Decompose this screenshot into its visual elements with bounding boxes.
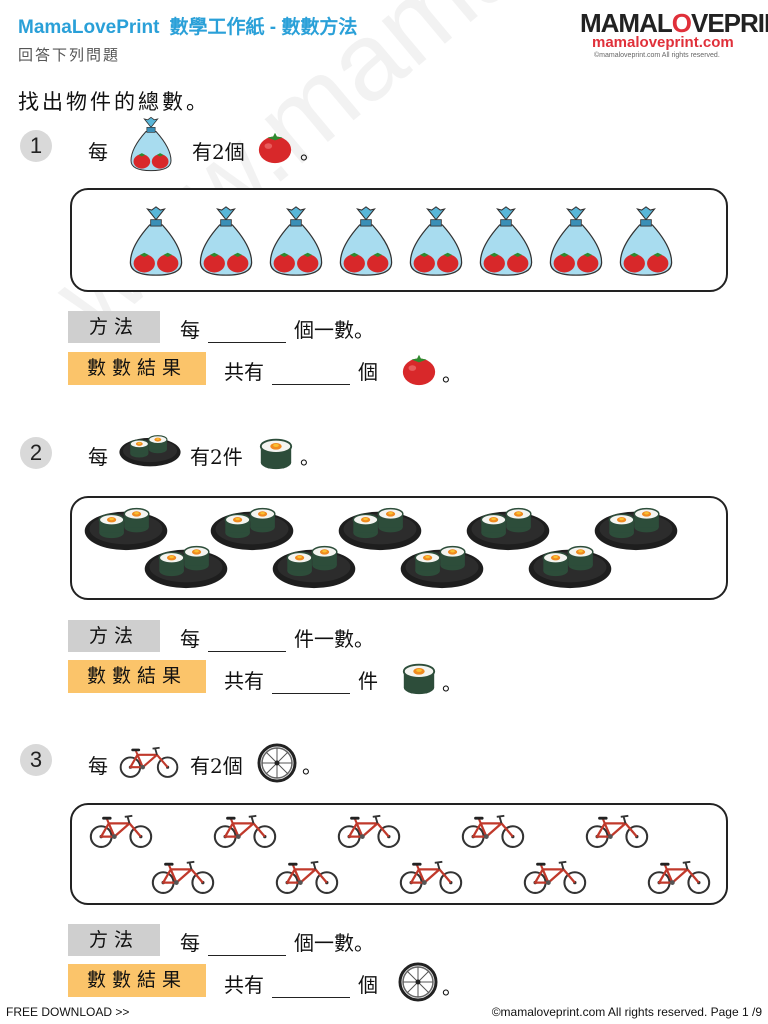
q1-prompt-end: 。: [300, 140, 320, 164]
sushi-plate-icon: [398, 542, 486, 590]
tomato-bag-icon: [269, 206, 323, 276]
bicycle-icon: [337, 814, 401, 849]
q3-prompt-mid: 有2個: [190, 754, 243, 778]
sushi-plate-icon: [526, 542, 614, 590]
q2-result-label: 數數結果: [68, 660, 206, 693]
instruction: 找出物件的總數。: [18, 90, 210, 114]
tomato-bag-icon: [199, 206, 253, 276]
tomato-icon: [258, 132, 292, 164]
bicycle-icon: [461, 814, 525, 849]
q2-result-line: 共有 件: [224, 665, 378, 694]
bicycle-icon: [89, 814, 153, 849]
q1-method-post: 個一數。: [294, 318, 374, 342]
bicycle-icon: [647, 860, 711, 895]
bicycle-icon: [275, 860, 339, 895]
q2-method-post: 件一數。: [294, 627, 374, 651]
q3-method-label: 方法: [68, 924, 160, 956]
wheel-icon: [257, 743, 297, 783]
brand-name: MamaLovePrint: [18, 17, 160, 38]
sushi-roll-icon: [402, 663, 436, 696]
q1-result-unit: 個: [358, 360, 378, 384]
tomato-bag-icon: [479, 206, 533, 276]
q2-method-pre: 每: [180, 627, 200, 651]
q2-result-end: 。: [442, 671, 462, 695]
q1-result-label: 數數結果: [68, 352, 206, 385]
q1-picture-box: [70, 188, 728, 292]
tomato-bag-icon: [549, 206, 603, 276]
footer-copyright: ©mamaloveprint.com All rights reserved. …: [491, 1005, 762, 1019]
q2-method-line: 每 件一數。: [180, 623, 374, 652]
worksheet-title: 數學工作紙 - 數數方法: [169, 17, 358, 38]
q1-method-label: 方法: [68, 311, 160, 343]
q3-picture-box: [70, 803, 728, 905]
bicycle-icon: [119, 746, 179, 779]
bicycle-icon: [585, 814, 649, 849]
sushi-plate-icon: [142, 542, 230, 590]
q1-result-end: 。: [442, 362, 462, 386]
logo-text-right: VEPRINT: [691, 8, 768, 38]
tomato-bag-icon: [409, 206, 463, 276]
brand-header: MamaLovePrint 數學工作紙 - 數數方法: [18, 12, 357, 39]
q1-method-pre: 每: [180, 318, 200, 342]
q3-method-line: 每 個一數。: [180, 927, 374, 956]
q2-method-blank[interactable]: [208, 631, 286, 652]
q3-prompt-end: 。: [302, 754, 322, 778]
sushi-plate-icon: [270, 542, 358, 590]
free-download-link[interactable]: FREE DOWNLOAD >>: [6, 1005, 130, 1019]
q3-method-blank[interactable]: [208, 935, 286, 956]
q3-result-label: 數數結果: [68, 964, 206, 997]
q3-result-end: 。: [442, 975, 462, 999]
bicycle-icon: [151, 860, 215, 895]
logo-copyright: ©mamaloveprint.com All rights reserved.: [594, 52, 720, 59]
tomato-bag-icon: [339, 206, 393, 276]
q3-method-post: 個一數。: [294, 931, 374, 955]
q2-result-pre: 共有: [224, 669, 264, 693]
q1-prompt-pre: 每: [88, 140, 108, 164]
q2-method-label: 方法: [68, 620, 160, 652]
q3-result-line: 共有 個: [224, 969, 378, 998]
q3-result-pre: 共有: [224, 973, 264, 997]
q1-result-blank[interactable]: [272, 364, 350, 385]
logo-text-left: MAMAL: [580, 8, 673, 38]
q3-prompt-pre: 每: [88, 754, 108, 778]
q1-prompt-mid: 有2個: [192, 140, 245, 164]
question-number-3: 3: [20, 744, 52, 776]
bicycle-icon: [213, 814, 277, 849]
q1-method-line: 每 個一數。: [180, 314, 374, 343]
bicycle-icon: [399, 860, 463, 895]
q2-result-unit: 件: [358, 669, 378, 693]
tomato-bag-icon: [619, 206, 673, 276]
q2-prompt-end: 。: [300, 445, 320, 469]
logo: MAMALOVEPRINT: [580, 8, 768, 39]
tomato-icon: [402, 354, 436, 386]
q2-prompt-mid: 有2件: [190, 445, 243, 469]
q2-result-blank[interactable]: [272, 673, 350, 694]
q1-result-pre: 共有: [224, 360, 264, 384]
q1-method-blank[interactable]: [208, 322, 286, 343]
q1-result-line: 共有 個: [224, 356, 378, 385]
q3-method-pre: 每: [180, 931, 200, 955]
question-number-1: 1: [20, 130, 52, 162]
tomato-bag-icon: [129, 206, 183, 276]
logo-heart-o: O: [671, 8, 692, 38]
bicycle-icon: [523, 860, 587, 895]
question-number-2: 2: [20, 437, 52, 469]
worksheet-subtitle: 回答下列問題: [18, 46, 121, 64]
sushi-roll-icon: [259, 438, 293, 471]
logo-url: mamaloveprint.com: [592, 34, 734, 51]
tomato-bag-icon: [130, 116, 172, 172]
q2-picture-box: [70, 496, 728, 600]
q3-result-blank[interactable]: [272, 977, 350, 998]
sushi-plate-icon: [118, 432, 182, 468]
q2-prompt-pre: 每: [88, 445, 108, 469]
wheel-icon: [398, 962, 438, 1002]
q3-result-unit: 個: [358, 973, 378, 997]
